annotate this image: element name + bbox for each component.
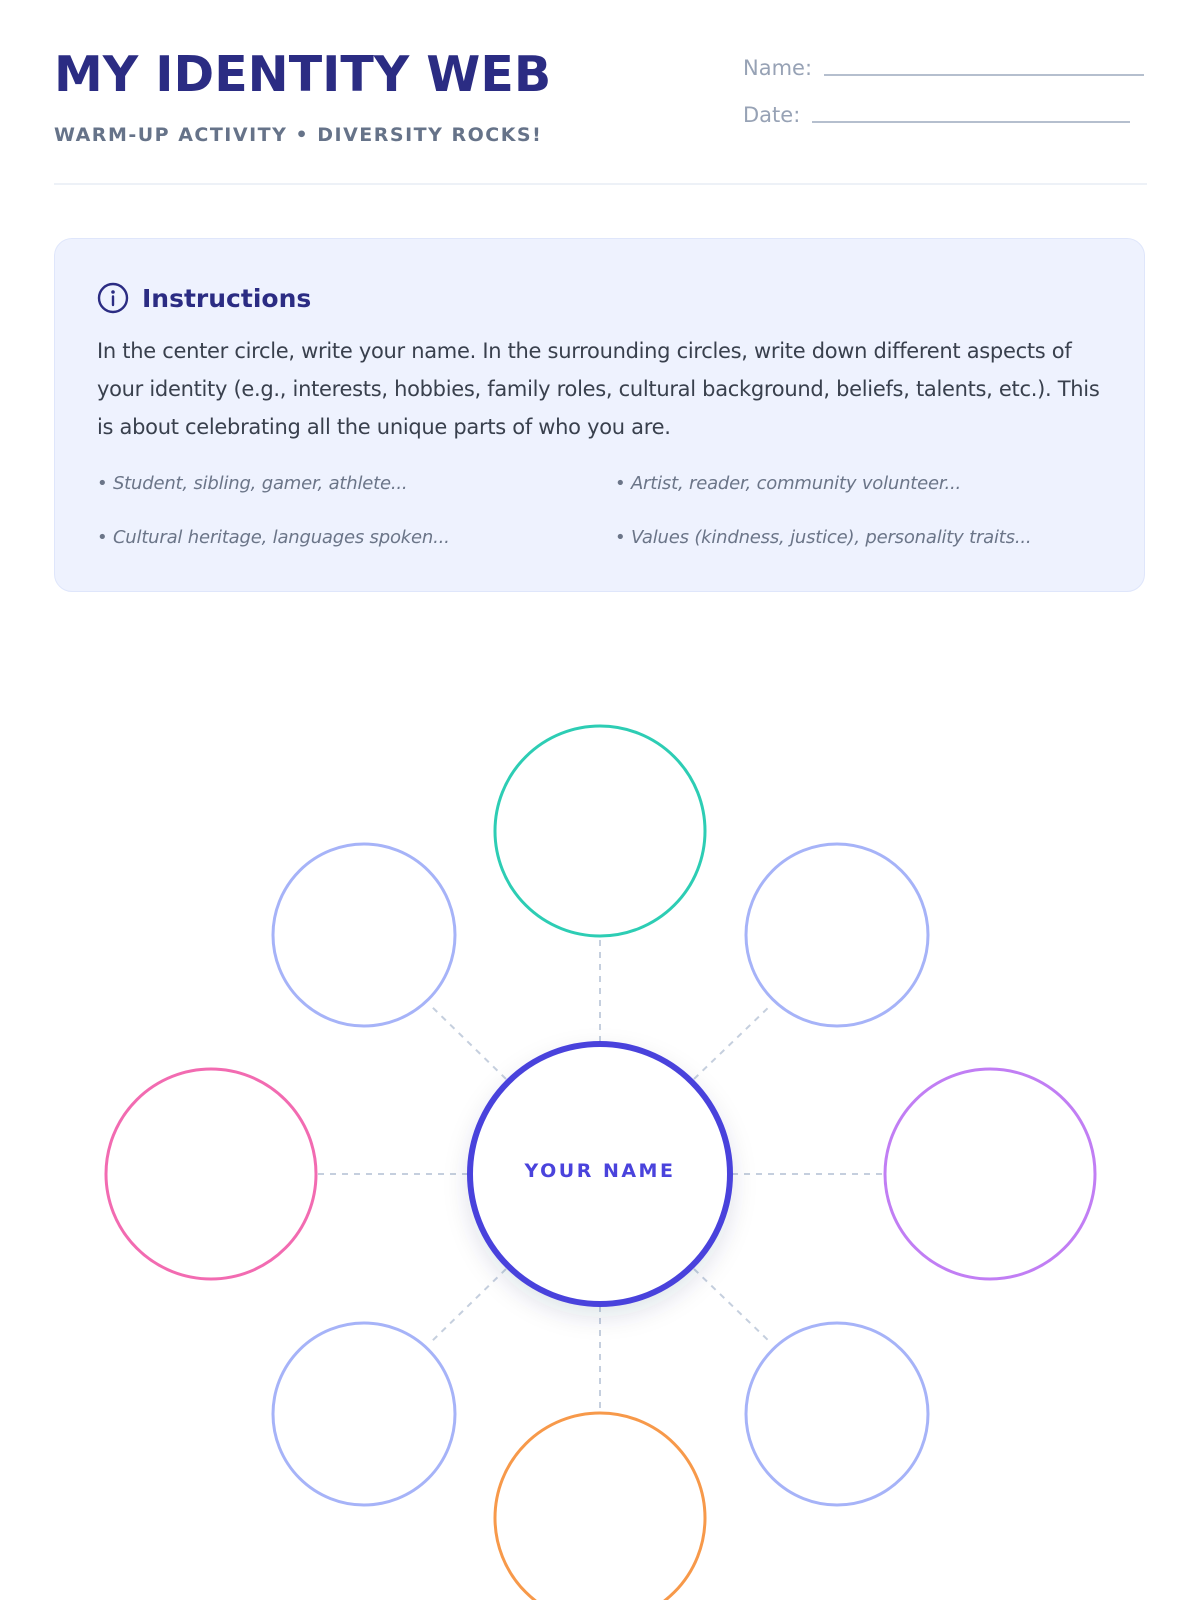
hint-item: • Artist, reader, community volunteer... <box>615 473 962 494</box>
identity-circle-bottom[interactable] <box>493 1411 707 1600</box>
instructions-panel: Instructions In the center circle, write… <box>54 238 1145 592</box>
instructions-body: In the center circle, write your name. I… <box>97 339 1100 439</box>
center-name-label: YOUR NAME <box>524 1160 676 1182</box>
hint-item: • Cultural heritage, languages spoken... <box>97 527 450 548</box>
instructions-title: Instructions <box>142 283 312 313</box>
info-icon <box>97 282 129 314</box>
hint-item: • Values (kindness, justice), personalit… <box>615 527 1032 548</box>
instructions-heading: Instructions <box>97 282 311 314</box>
identity-circle-right[interactable] <box>883 1067 1097 1281</box>
worksheet-header: MY IDENTITY WEB WARM-UP ACTIVITY • DIVER… <box>54 0 1147 185</box>
date-line[interactable] <box>812 120 1131 123</box>
hint-item: • Student, sibling, gamer, athlete... <box>97 473 408 494</box>
name-line[interactable] <box>824 73 1145 76</box>
name-label: Name: <box>743 56 813 80</box>
connector-top-right <box>693 1004 772 1080</box>
date-field[interactable]: Date: <box>743 103 1131 127</box>
identity-circle-top[interactable] <box>493 724 707 938</box>
identity-circle-bottom-right[interactable] <box>744 1321 930 1507</box>
identity-circle-bottom-left[interactable] <box>271 1321 457 1507</box>
identity-circle-top-left[interactable] <box>271 842 457 1028</box>
identity-circle-left[interactable] <box>104 1067 318 1281</box>
connector-top-left <box>429 1004 507 1080</box>
date-label: Date: <box>743 103 801 127</box>
name-field[interactable]: Name: <box>743 56 1145 80</box>
connector-bottom-right <box>693 1268 772 1344</box>
identity-circle-top-right[interactable] <box>744 842 930 1028</box>
page-title: MY IDENTITY WEB <box>54 46 552 103</box>
page-subtitle: WARM-UP ACTIVITY • DIVERSITY ROCKS! <box>54 124 543 146</box>
connector-bottom-left <box>429 1268 507 1344</box>
